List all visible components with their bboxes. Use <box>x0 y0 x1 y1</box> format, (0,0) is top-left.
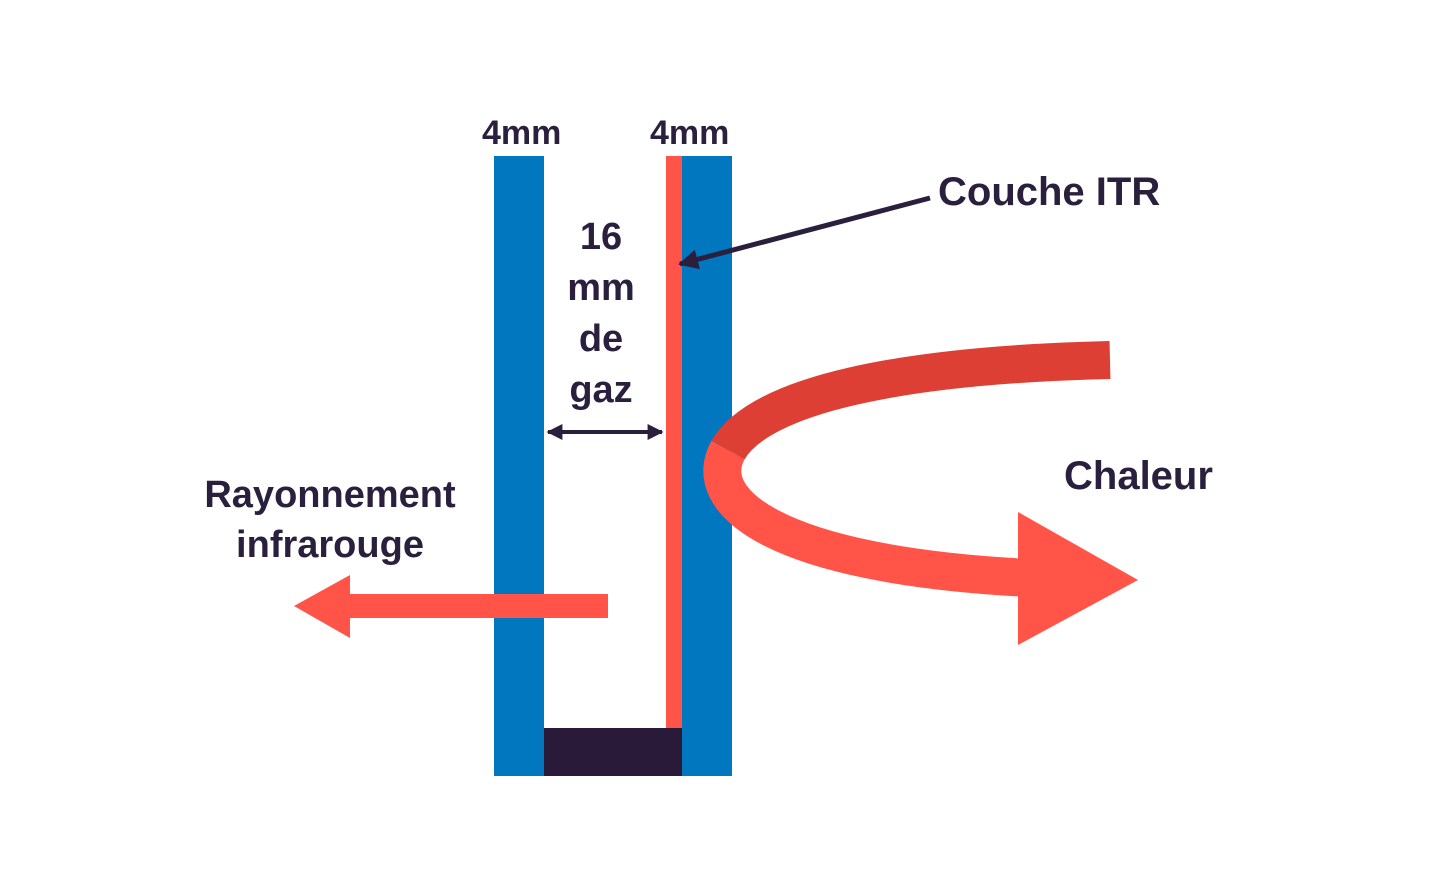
gas-gap-label-line: gaz <box>569 369 633 411</box>
infrared-label-line: Rayonnement <box>204 474 456 516</box>
gas-gap-label: 16 mm de gaz <box>548 212 654 416</box>
glass-pane-left <box>494 156 544 776</box>
gas-gap-label-line: de <box>578 318 624 360</box>
infrared-arrow <box>294 575 608 638</box>
itr-coating-layer <box>666 156 682 728</box>
heat-arrow <box>703 341 1138 645</box>
gas-gap-label-line: 16 <box>579 216 623 258</box>
infrared-radiation-label: Rayonnement infrarouge <box>160 470 500 570</box>
coating-pointer-arrow <box>678 195 931 270</box>
right-glass-thickness-label: 4mm <box>650 114 730 152</box>
itr-coating-label: Couche ITR <box>938 170 1161 214</box>
spacer-bar <box>544 728 682 776</box>
heat-label: Chaleur <box>1064 454 1213 498</box>
gas-gap-label-line: mm <box>567 267 635 309</box>
infrared-label-line: infrarouge <box>236 524 424 566</box>
left-glass-thickness-label: 4mm <box>482 114 562 152</box>
